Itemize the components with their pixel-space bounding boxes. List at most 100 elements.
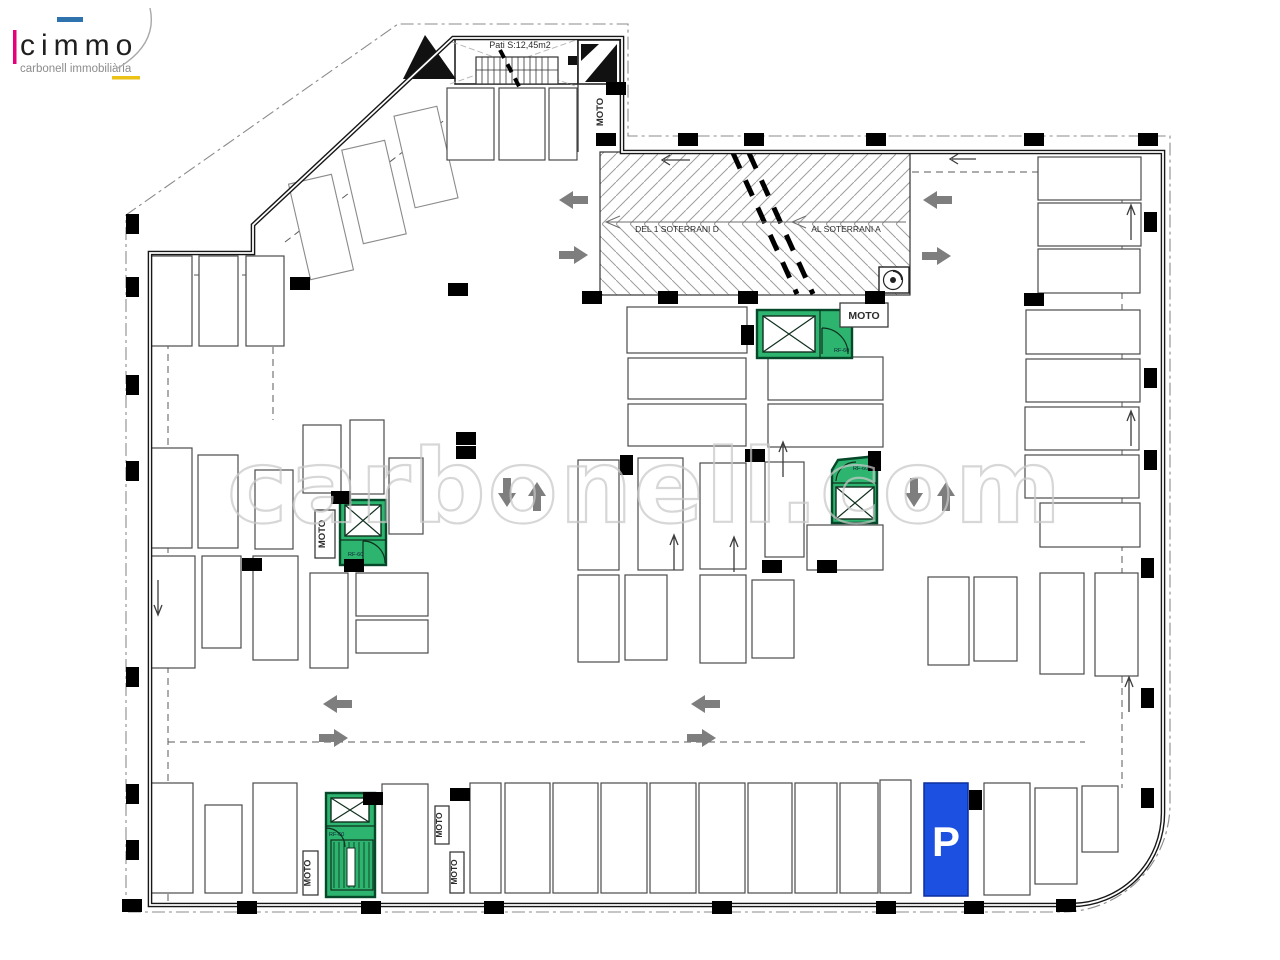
parking-stall — [1025, 309, 1141, 355]
highlighted-parking-space: P — [923, 782, 969, 897]
fire-door-label: RF-60 — [329, 832, 344, 838]
staircase-top — [475, 49, 559, 93]
parking-stall — [149, 255, 193, 347]
parking-stalls — [149, 87, 1142, 896]
parking-stall — [649, 782, 697, 894]
parking-stall — [764, 461, 805, 558]
parking-stall — [149, 782, 194, 894]
parking-stall — [1037, 248, 1141, 294]
fire-door-label: RF-60 — [348, 552, 363, 558]
parking-stall — [927, 576, 970, 666]
logo-tagline: carbonell immobiliària — [20, 63, 132, 75]
parking-stall — [983, 782, 1031, 896]
parking-stall — [1037, 202, 1142, 247]
staircase-icon — [330, 839, 374, 891]
parking-stall — [349, 419, 385, 495]
parking-stall — [341, 139, 407, 245]
parking-stall — [252, 555, 299, 661]
parking-stall — [252, 782, 298, 894]
up-arrow-icon — [1124, 676, 1134, 713]
left-arrow-icon — [323, 695, 352, 713]
parking-stall — [794, 782, 838, 894]
parking-stall — [548, 87, 578, 161]
parking-stall — [355, 619, 429, 654]
parking-stall — [624, 574, 668, 661]
door-arc — [835, 461, 857, 482]
property-boundary-line — [125, 23, 1171, 913]
parking-stall — [879, 779, 912, 894]
parking-stall — [469, 782, 502, 894]
small-left-arrow — [660, 154, 690, 166]
parking-stall — [204, 804, 243, 894]
parking-stall — [446, 87, 495, 161]
parking-stall — [1037, 156, 1142, 201]
ramp-label-up: AL SOTERRANI A — [811, 224, 881, 234]
moto-label: MOTO — [595, 98, 606, 126]
parking-stall — [197, 454, 239, 549]
ramp-hatch-lower — [600, 224, 910, 295]
logo-blue-bar — [57, 17, 83, 22]
parking-stall — [699, 462, 747, 570]
logo-brand-text: cimmo — [20, 29, 138, 62]
logo-pink-bar — [13, 30, 17, 64]
moto-label: MOTO — [434, 812, 444, 838]
parking-stall — [577, 459, 620, 571]
parking-stall — [600, 782, 648, 894]
ramp-divider-dashed — [746, 151, 816, 296]
moto-labels: MOTO MOTO MOTO MOTO MOTO — [302, 302, 889, 896]
parking-stall — [1039, 572, 1085, 675]
parking-stall — [637, 457, 684, 571]
parking-stall — [973, 576, 1018, 662]
parking-stall — [577, 574, 620, 663]
stair-core-b: RF-60 — [830, 454, 879, 525]
parking-stall — [767, 403, 884, 448]
parking-stall — [627, 403, 747, 447]
watermark: carbonell.com — [227, 428, 1063, 547]
parking-stall — [201, 555, 242, 649]
parking-stall — [751, 579, 795, 659]
right-arrow-icon — [559, 246, 588, 264]
parking-stall — [698, 782, 746, 894]
parking-stall — [699, 574, 747, 664]
right-arrow-icon — [687, 729, 716, 747]
small-left-arrow — [948, 153, 976, 165]
door-arc — [325, 827, 346, 848]
ramp-direction-arrowheads — [604, 215, 807, 229]
pati-label: Pati S:12,45m2 — [489, 40, 551, 50]
parking-stall — [1024, 406, 1140, 451]
parking-stall — [626, 306, 748, 354]
left-arrow-icon — [691, 695, 720, 713]
parking-stall — [388, 457, 424, 535]
parking-stall — [1081, 785, 1119, 853]
ramp-label-down: DEL 1 SOTERRANI D — [635, 224, 719, 234]
north-corner-block — [568, 39, 621, 85]
parking-stall — [381, 783, 429, 894]
parking-stall — [767, 356, 884, 401]
right-arrow-icon — [319, 729, 348, 747]
parking-stall — [504, 782, 551, 894]
parking-stall — [149, 447, 193, 549]
moto-label: MOTO — [848, 310, 879, 322]
logo-curve — [117, 7, 152, 69]
outer-wall — [147, 35, 1166, 908]
parking-stall — [254, 469, 294, 550]
parking-stall — [747, 782, 793, 894]
brand-logo: cimmo carbonell immobiliària — [13, 7, 152, 80]
moto-label: MOTO — [303, 860, 313, 887]
parking-stall — [198, 255, 239, 347]
parking-stall — [552, 782, 599, 894]
fire-door-label: RF-60 — [853, 466, 868, 472]
parking-stall — [287, 173, 355, 281]
fan-icon — [878, 266, 910, 294]
parking-stall — [245, 255, 285, 347]
logo-yellow-bar — [112, 76, 140, 80]
parking-p-mark: P — [932, 818, 960, 865]
parking-stall — [1024, 454, 1140, 499]
moto-label: MOTO — [449, 859, 459, 885]
ramp: DEL 1 SOTERRANI D AL SOTERRANI A — [599, 151, 976, 296]
left-arrow-icon — [923, 191, 952, 209]
stair-core-c: RF-60 — [338, 498, 388, 567]
moto-label: MOTO — [317, 520, 328, 548]
parking-stall — [1025, 358, 1141, 403]
